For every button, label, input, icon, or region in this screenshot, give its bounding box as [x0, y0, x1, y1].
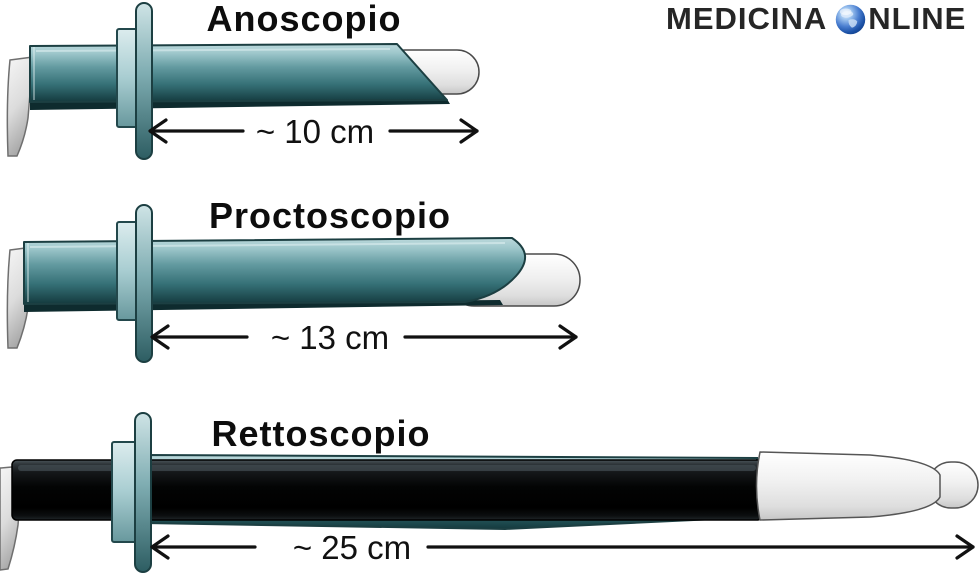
anoscope-illustration: ~ 10 cm [6, 2, 480, 160]
rectoscope-tube-highlight [18, 465, 756, 471]
dim-arrowhead-left [150, 534, 170, 560]
proctoscope-length-label: ~ 13 cm [271, 319, 389, 356]
dim-arrowhead-left [150, 324, 170, 350]
anoscope-handle [6, 56, 34, 157]
anoscope-flange-disc [135, 2, 153, 160]
dim-arrowhead-right [955, 534, 975, 560]
proctoscope-illustration: ~ 13 cm [6, 204, 581, 363]
anoscope-tube-highlight [35, 48, 391, 52]
globe-continent-south [848, 18, 858, 28]
logo-text-medicina: MEDICINA [666, 1, 828, 36]
rectoscope-obturator-cone [755, 451, 941, 521]
dim-arrowhead-left [148, 118, 168, 144]
globe-icon [836, 4, 866, 34]
rectoscope-length-label: ~ 25 cm [293, 529, 411, 566]
anoscope-dimension-arrow [148, 118, 479, 144]
rectoscope-title: Rettoscopio [211, 413, 431, 454]
anoscope-tube [29, 43, 448, 103]
proctoscope-tube-highlight [29, 242, 506, 248]
rectoscope-flange-disc [134, 412, 152, 573]
anoscope-title: Anoscopio [206, 0, 402, 39]
dim-arrowhead-right [459, 118, 479, 144]
globe-highlight [840, 7, 852, 15]
logo-text-nline: NLINE [868, 1, 967, 36]
rectoscope-illustration: ~ 25 cm [0, 412, 979, 573]
anoscope-length-label: ~ 10 cm [256, 113, 374, 150]
dim-arrowhead-right [558, 324, 578, 350]
rectoscope-dimension-arrow [150, 534, 975, 560]
proctoscope-dimension-arrow [150, 324, 578, 350]
medicina-online-logo: MEDICINA NLINE [666, 2, 966, 36]
proctoscope-flange-disc [135, 204, 153, 363]
proctoscope-title: Proctoscopio [208, 195, 452, 236]
proctoscope-tube [23, 237, 526, 305]
